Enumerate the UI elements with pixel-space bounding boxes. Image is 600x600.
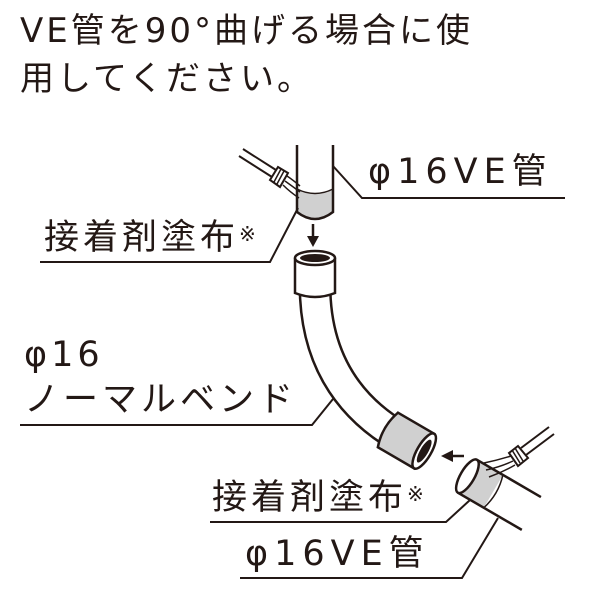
upper-cable-edge	[242, 148, 277, 171]
upper-pipe-band-edge	[296, 188, 334, 195]
label-ve-pipe-bottom: φ16VE管	[245, 534, 430, 574]
label-bend-name: ノーマルベンド	[24, 380, 298, 420]
upper-cable-tape-stripe	[273, 168, 282, 183]
lower-cable-strand	[485, 460, 514, 471]
left-arrow-head	[441, 450, 453, 462]
lower-pipe-band-edge	[483, 474, 504, 509]
bend-body-fill	[301, 284, 408, 450]
lower-cable-edge	[520, 426, 550, 449]
upper-cable-edge	[238, 155, 273, 178]
lower-ve-pipe	[454, 458, 542, 531]
leader-pipe-bottom	[240, 517, 499, 579]
upper-pipe-adhesive-band	[298, 190, 332, 219]
instruction-line-1: VE管を90°曲げる場合に使	[20, 11, 474, 51]
upper-ve-pipe	[295, 145, 335, 221]
upper-cable-tape-stripe	[276, 170, 285, 185]
lower-cable-strand	[488, 464, 516, 478]
lower-pipe-edge-top	[476, 458, 542, 499]
bend-end-socket	[376, 411, 438, 471]
label-adhesive-bottom: 接着剤塗布※	[212, 477, 424, 519]
leader-adhesive-top	[40, 207, 299, 263]
leader-bend	[20, 398, 334, 426]
label-adhesive-top-text: 接着剤塗布	[44, 218, 240, 258]
label-adhesive-bottom-text: 接着剤塗布	[212, 478, 408, 518]
upper-cable-strand	[284, 180, 301, 193]
insert-left-arrow-icon	[441, 450, 464, 462]
lower-cable	[483, 426, 555, 478]
bend-top-socket	[293, 258, 337, 299]
upper-cable-strand	[286, 175, 301, 187]
lower-pipe-edge-bottom	[457, 491, 523, 531]
lower-cable-strand	[483, 455, 512, 464]
upper-cable-strand	[282, 184, 300, 199]
note-mark: ※	[407, 482, 424, 506]
upper-cable-end	[268, 165, 301, 199]
down-arrow-head	[307, 236, 319, 247]
normal-bend	[293, 249, 438, 471]
lower-pipe-adhesive-band	[457, 459, 503, 508]
label-ve-pipe-top: φ16VE管	[368, 152, 553, 192]
upper-cable	[238, 148, 277, 178]
lower-cable-tape-stripe	[511, 449, 521, 464]
lower-cable-tape	[507, 444, 530, 468]
leader-pipe-top	[332, 165, 565, 199]
bend-end-socket-opening	[416, 439, 432, 463]
label-adhesive-top: 接着剤塗布※	[44, 217, 256, 259]
leader-adhesive-bottom	[210, 499, 471, 523]
upper-cable-tape	[268, 165, 290, 189]
lower-pipe-end-rim	[454, 458, 480, 495]
label-bend-size: φ16	[24, 335, 104, 375]
lower-cable-tape-stripe	[514, 447, 524, 462]
leader-lines	[20, 165, 565, 579]
instruction-line-2: 用してください。	[20, 59, 314, 99]
lower-cable-edge	[525, 433, 555, 456]
insert-down-arrow-icon	[307, 224, 319, 247]
bend-top-socket-opening	[300, 254, 330, 262]
note-mark: ※	[239, 222, 256, 246]
